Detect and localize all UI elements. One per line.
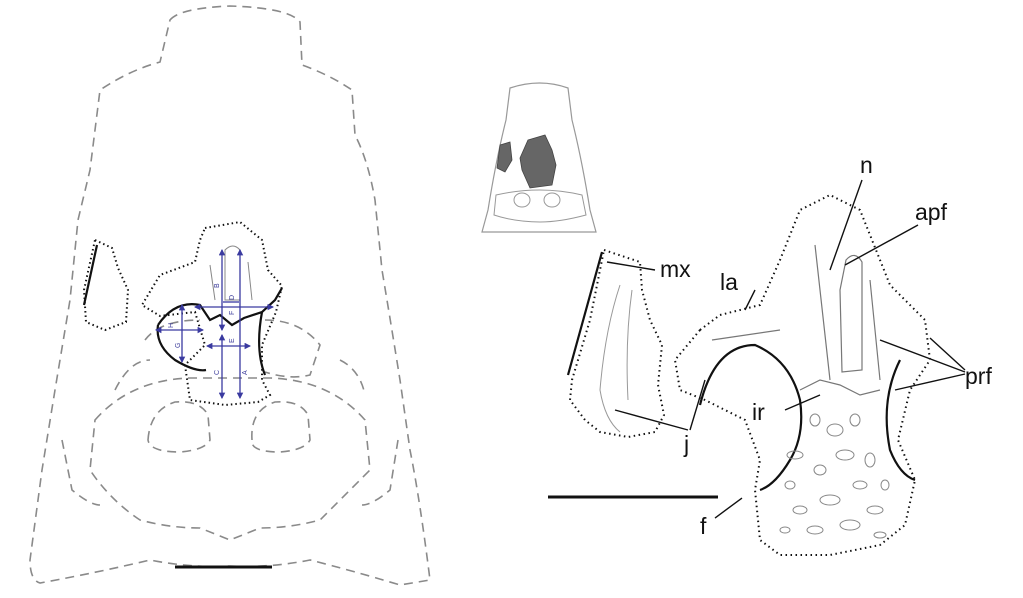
label-ir: ir <box>752 399 765 425</box>
measure-label-a: A <box>242 370 249 375</box>
measure-label-g: G <box>175 343 182 348</box>
measure-label-c: C <box>214 370 221 375</box>
label-n: n <box>860 152 873 178</box>
anatomical-labels: mx la n apf prf ir j f <box>660 152 992 539</box>
label-f: f <box>700 513 707 539</box>
leader-lines <box>606 179 966 519</box>
label-apf: apf <box>915 199 948 225</box>
right-skull-detail <box>566 193 932 556</box>
measure-label-f: F <box>229 311 236 315</box>
measure-label-b: B <box>214 283 221 288</box>
label-mx: mx <box>660 256 691 282</box>
label-prf: prf <box>965 363 992 389</box>
measure-label-e: E <box>229 338 236 343</box>
inset-skull-silhouette <box>481 82 597 233</box>
label-la: la <box>720 269 738 295</box>
measurement-labels: A B C D E F G H <box>168 283 249 375</box>
label-j: j <box>683 431 689 457</box>
measure-label-h: H <box>168 323 175 328</box>
left-skull-reconstruction <box>29 5 431 586</box>
measurement-lines <box>154 248 275 400</box>
measure-label-d: D <box>229 295 236 300</box>
